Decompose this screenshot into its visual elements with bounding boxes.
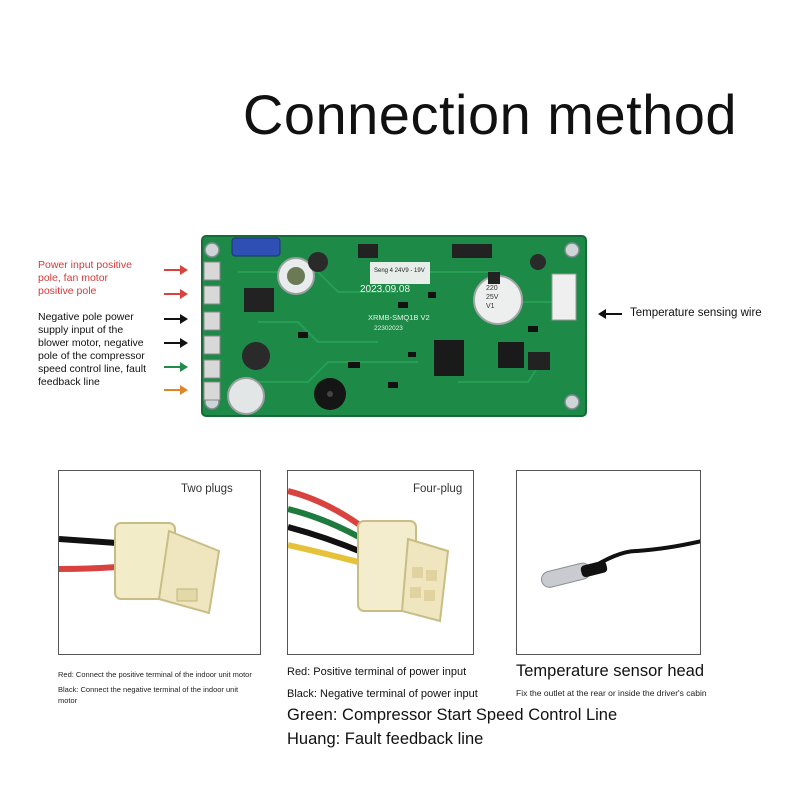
caption-green: Green: Compressor Start Speed Control Li… [287, 706, 618, 724]
callout-line: Power input positive [38, 259, 132, 271]
arrow-orange [164, 385, 188, 395]
caption-line: motor [58, 696, 78, 705]
arrow-temperature [598, 309, 622, 319]
panel-label: Two plugs [181, 483, 233, 495]
caption-black-motor: Black: Connect the negative terminal of … [58, 684, 238, 706]
callout-line: Negative pole power [38, 311, 134, 323]
caption-sensor-head: Temperature sensor head [516, 662, 705, 680]
callout-line: pole of the compressor [38, 350, 145, 362]
caption-sensor-fix: Fix the outlet at the rear or inside the… [516, 688, 707, 698]
callout-line: speed control line, fault [38, 363, 146, 375]
caption-line: Black: Connect the negative terminal of … [58, 685, 239, 694]
panel-temperature-sensor [516, 470, 701, 655]
caption-red-motor: Red: Connect the positive terminal of th… [58, 670, 252, 679]
chip-label: Seng 4 24V9 - 19V [374, 268, 425, 274]
callout-line: supply input of the [38, 324, 124, 336]
callout-negative-pole: Negative pole power supply input of the … [38, 311, 146, 389]
pcb-model: XRMB-SMQ1B V2 [368, 313, 430, 322]
panel-two-plugs: Two plugs [58, 470, 261, 655]
arrow-black-2 [164, 338, 188, 348]
two-pin-plug-image [59, 522, 221, 615]
pcb-board: 220 25V V1 Seng 4 24V9 - 19V 2023.09.08 … [201, 235, 587, 417]
caption-red-power: Red: Positive terminal of power input [287, 666, 467, 678]
arrow-red-1 [164, 265, 188, 275]
caption-black-power: Black: Negative terminal of power input [287, 688, 478, 700]
cap-text: 220 [486, 285, 498, 292]
callout-temperature-wire: Temperature sensing wire [630, 307, 762, 319]
pcb-batch: 22302023 [374, 325, 403, 332]
cap-text: V1 [486, 303, 495, 310]
cap-text: 25V [486, 294, 499, 301]
pcb-date: 2023.09.08 [360, 284, 410, 295]
panel-label: Four-plug [413, 483, 463, 495]
callout-line: positive pole [38, 285, 97, 297]
arrow-black-1 [164, 314, 188, 324]
arrow-green [164, 362, 188, 372]
callout-line: feedback line [38, 376, 100, 388]
callout-power-positive: Power input positive pole, fan motor pos… [38, 259, 132, 298]
arrow-red-2 [164, 289, 188, 299]
temperature-sensor-image [541, 539, 700, 588]
callout-line: pole, fan motor [38, 272, 109, 284]
caption-huang: Huang: Fault feedback line [287, 730, 484, 748]
page-title: Connection method [242, 83, 738, 146]
panel-four-plug: Four-plug [287, 470, 474, 655]
callout-line: blower motor, negative [38, 337, 144, 349]
four-pin-plug-image [288, 488, 450, 623]
